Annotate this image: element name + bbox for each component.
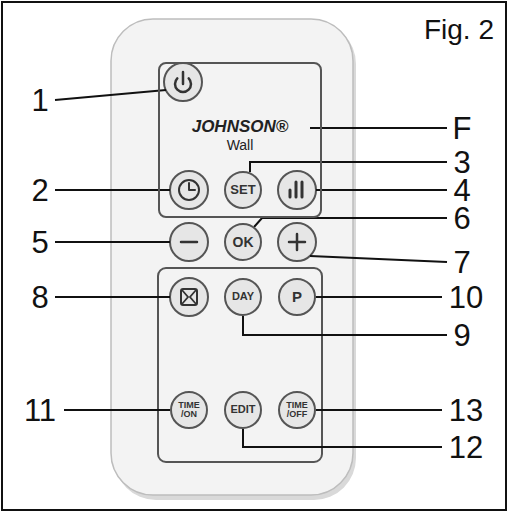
leader-line <box>55 241 170 243</box>
button-label: TIME /OFF <box>282 401 312 420</box>
plus-icon <box>289 234 305 250</box>
callout-number: 8 <box>31 282 48 313</box>
remote-button: P <box>278 278 316 316</box>
leader-line <box>55 296 170 298</box>
callout-number: 6 <box>453 203 470 234</box>
leader-line <box>310 127 447 129</box>
callout-number: 1 <box>31 85 48 116</box>
figure-title: Fig. 2 <box>424 16 494 44</box>
clock-hands <box>189 183 195 190</box>
callout-number: 5 <box>31 227 48 258</box>
mode-button <box>278 171 316 209</box>
leader-line <box>243 316 447 335</box>
logo-panel: JOHNSON®WallSET <box>158 62 322 218</box>
leader-line <box>55 90 166 100</box>
button-label: EDIT <box>230 404 255 416</box>
clock-icon <box>179 180 199 200</box>
minus-icon <box>181 241 197 244</box>
leader-line <box>64 409 170 411</box>
remote-button: EDIT <box>224 391 262 429</box>
window-icon-arrows <box>182 290 196 304</box>
leader-line <box>250 162 447 172</box>
callout-number: 11 <box>24 395 56 426</box>
mode-icon <box>290 182 302 197</box>
remote-button: TIME /ON <box>170 391 208 429</box>
leader-lines <box>55 90 447 447</box>
callout-number: 12 <box>449 432 483 463</box>
leader-line <box>55 189 170 191</box>
callout-number: 2 <box>31 175 48 206</box>
remote-button: TIME /OFF <box>278 391 316 429</box>
power-button <box>164 63 202 101</box>
callout-number: F <box>453 113 472 144</box>
lower-panel <box>158 268 322 462</box>
callout-number: 9 <box>453 320 470 351</box>
clock-button <box>170 171 208 209</box>
button-label: OK <box>233 235 254 250</box>
leader-line <box>243 429 442 447</box>
button-label: DAY <box>232 291 254 303</box>
leader-line <box>316 409 442 411</box>
callout-number: 7 <box>453 247 470 278</box>
remote-button: DAY <box>224 278 262 316</box>
leader-line <box>316 296 442 298</box>
callout-number: 10 <box>449 282 483 313</box>
button-label: TIME /ON <box>174 401 204 420</box>
button-label: SET <box>230 183 255 197</box>
window-icon <box>181 289 197 305</box>
callout-number: 3 <box>453 147 470 178</box>
power-icon <box>175 72 191 92</box>
remote-button: SET <box>224 171 262 209</box>
minus-button <box>170 223 208 261</box>
button-label: P <box>292 289 302 305</box>
leader-line <box>310 256 447 262</box>
leader-line <box>316 189 447 191</box>
leader-line <box>254 218 447 227</box>
callout-number: 4 <box>453 175 470 206</box>
brand-logo: JOHNSON® <box>192 118 289 137</box>
remote-button: OK <box>224 223 262 261</box>
model-name: Wall <box>227 138 254 153</box>
window-button <box>170 278 208 316</box>
callout-number: 13 <box>449 395 483 426</box>
